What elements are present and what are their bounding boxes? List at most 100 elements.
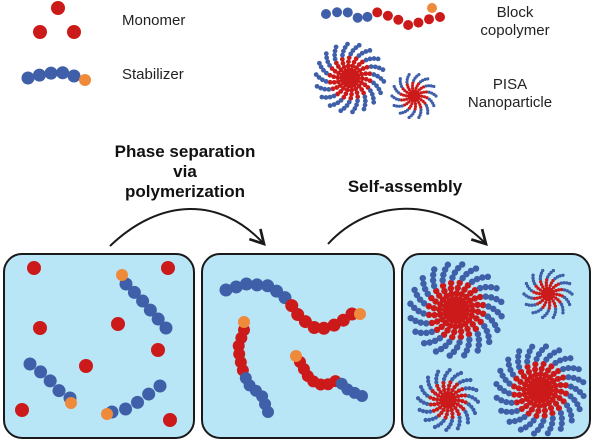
core-bead	[476, 293, 484, 301]
core-bead	[562, 390, 570, 397]
corona-bead	[526, 348, 533, 355]
corona-bead	[461, 378, 466, 384]
corona-bead	[551, 315, 555, 320]
core-bead	[444, 412, 449, 417]
stabilizer-bead	[332, 7, 343, 18]
corona-bead	[467, 386, 472, 391]
core-bead	[341, 94, 347, 100]
stabilizer-bead	[23, 357, 37, 371]
corona-bead	[439, 277, 446, 284]
corona-bead	[327, 62, 332, 68]
corona-bead	[517, 426, 524, 433]
corona-bead	[338, 97, 344, 103]
stabilizer-bead	[262, 406, 274, 418]
corona-bead	[544, 430, 551, 437]
core-bead	[454, 382, 460, 387]
core-bead	[551, 299, 555, 303]
monomer	[33, 321, 47, 335]
corona-bead	[576, 406, 583, 413]
corona-bead	[450, 377, 455, 382]
panel-1-contents	[15, 261, 177, 427]
corona-bead	[448, 422, 453, 427]
core-bead	[442, 387, 447, 392]
corona-bead	[473, 397, 478, 402]
corona-bead	[509, 371, 517, 378]
core-bead	[547, 300, 552, 305]
corona-bead	[482, 283, 489, 291]
core-bead	[441, 384, 446, 389]
core-bead	[410, 83, 415, 88]
corona-bead	[490, 305, 497, 313]
corona-bead	[535, 351, 542, 358]
stabilizer-chain	[119, 277, 173, 335]
monomer	[161, 261, 175, 275]
core-bead	[464, 325, 471, 333]
corona-bead	[426, 111, 430, 115]
core-bead	[525, 410, 532, 417]
core-bead	[471, 295, 479, 302]
corona-bead	[561, 311, 565, 315]
core-bead	[461, 286, 468, 293]
corona-bead	[367, 56, 373, 62]
corona-bead	[567, 281, 572, 286]
corona-bead	[432, 103, 436, 108]
core-bead	[353, 56, 359, 62]
corona-bead	[368, 88, 373, 94]
corona-bead	[354, 102, 359, 108]
core-bead	[428, 402, 433, 407]
corona-bead	[423, 320, 430, 327]
core-bead	[331, 79, 337, 85]
corona-bead	[524, 294, 528, 298]
phase-separation-arrow	[109, 208, 266, 247]
corona-bead	[545, 311, 549, 316]
corona-bead	[580, 392, 587, 400]
corona-bead	[348, 51, 354, 57]
corona-bead	[515, 358, 522, 365]
core-bead	[518, 405, 525, 413]
corona-bead	[424, 409, 429, 414]
corona-bead	[423, 329, 430, 337]
core-bead	[448, 290, 455, 298]
corona-bead	[450, 348, 458, 356]
chain-end	[238, 316, 250, 328]
core-bead	[552, 400, 560, 407]
corona-bead	[397, 104, 401, 108]
corona-bead	[556, 347, 563, 354]
corona-bead	[540, 417, 547, 425]
corona-bead	[431, 337, 439, 345]
corona-bead	[494, 308, 502, 316]
corona-bead	[457, 422, 462, 428]
corona-bead	[557, 357, 564, 364]
core-bead	[454, 284, 461, 292]
core-bead	[337, 83, 343, 88]
corona-bead	[473, 275, 481, 283]
corona-bead	[406, 75, 410, 79]
corona-bead	[475, 336, 483, 343]
corona-bead	[553, 310, 558, 314]
corona-bead	[418, 384, 424, 390]
corona-bead	[442, 342, 449, 350]
corona-bead	[426, 379, 431, 384]
core-bead	[541, 285, 545, 289]
monomer-bead	[382, 10, 393, 21]
corona-bead	[534, 310, 538, 314]
stabilizer-bead	[52, 384, 66, 398]
corona-bead	[429, 271, 437, 279]
corona-bead	[444, 427, 449, 433]
core-bead	[360, 66, 366, 71]
corona-bead	[398, 79, 402, 84]
core-bead	[477, 318, 484, 326]
block-copolymer-icon	[321, 7, 445, 31]
corona-bead	[362, 102, 368, 108]
corona-bead	[439, 421, 444, 426]
corona-bead	[436, 423, 441, 428]
corona-bead	[423, 417, 428, 423]
core-bead	[354, 65, 359, 70]
stabilizer-bead	[136, 294, 150, 308]
corona-bead	[563, 402, 571, 409]
core-bead	[469, 307, 476, 314]
corona-bead	[455, 372, 460, 377]
corona-bead	[565, 281, 569, 285]
corona-bead	[549, 420, 556, 427]
corona-bead	[356, 53, 362, 59]
